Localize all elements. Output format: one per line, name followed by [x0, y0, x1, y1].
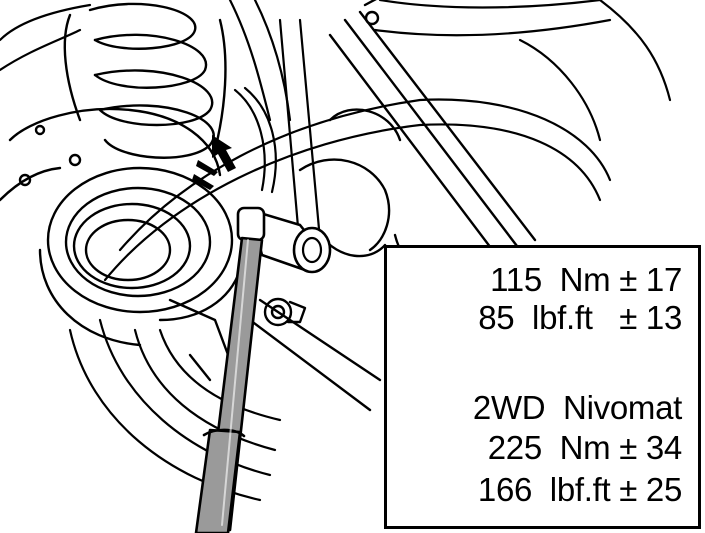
- brake-disc: [68, 98, 612, 502]
- link-rod: [328, 0, 537, 262]
- torque-wrench-icon: [194, 206, 332, 533]
- standard-torque-metric: 115 Nm ± 17: [490, 261, 682, 298]
- coil-spring: [63, 2, 227, 159]
- steering-knuckle: [0, 107, 242, 382]
- variant-torque-imperial: 166 lbf.ft ± 25: [477, 471, 682, 508]
- variant-torque-metric: 225 Nm ± 34: [487, 429, 683, 466]
- shock-absorber-mount: [248, 108, 422, 412]
- direction-arrow-icon: [192, 135, 236, 190]
- upper-frame: [0, 0, 672, 252]
- torque-spec-box: 115 Nm ± 17 85 lbf.ft ± 13 2WD Nivomat 2…: [384, 245, 701, 529]
- bolt-icon: [263, 297, 307, 327]
- variant-label: 2WD Nivomat: [472, 389, 682, 426]
- brake-hose: [233, 86, 277, 194]
- standard-torque-imperial: 85 lbf.ft ± 13: [478, 299, 682, 336]
